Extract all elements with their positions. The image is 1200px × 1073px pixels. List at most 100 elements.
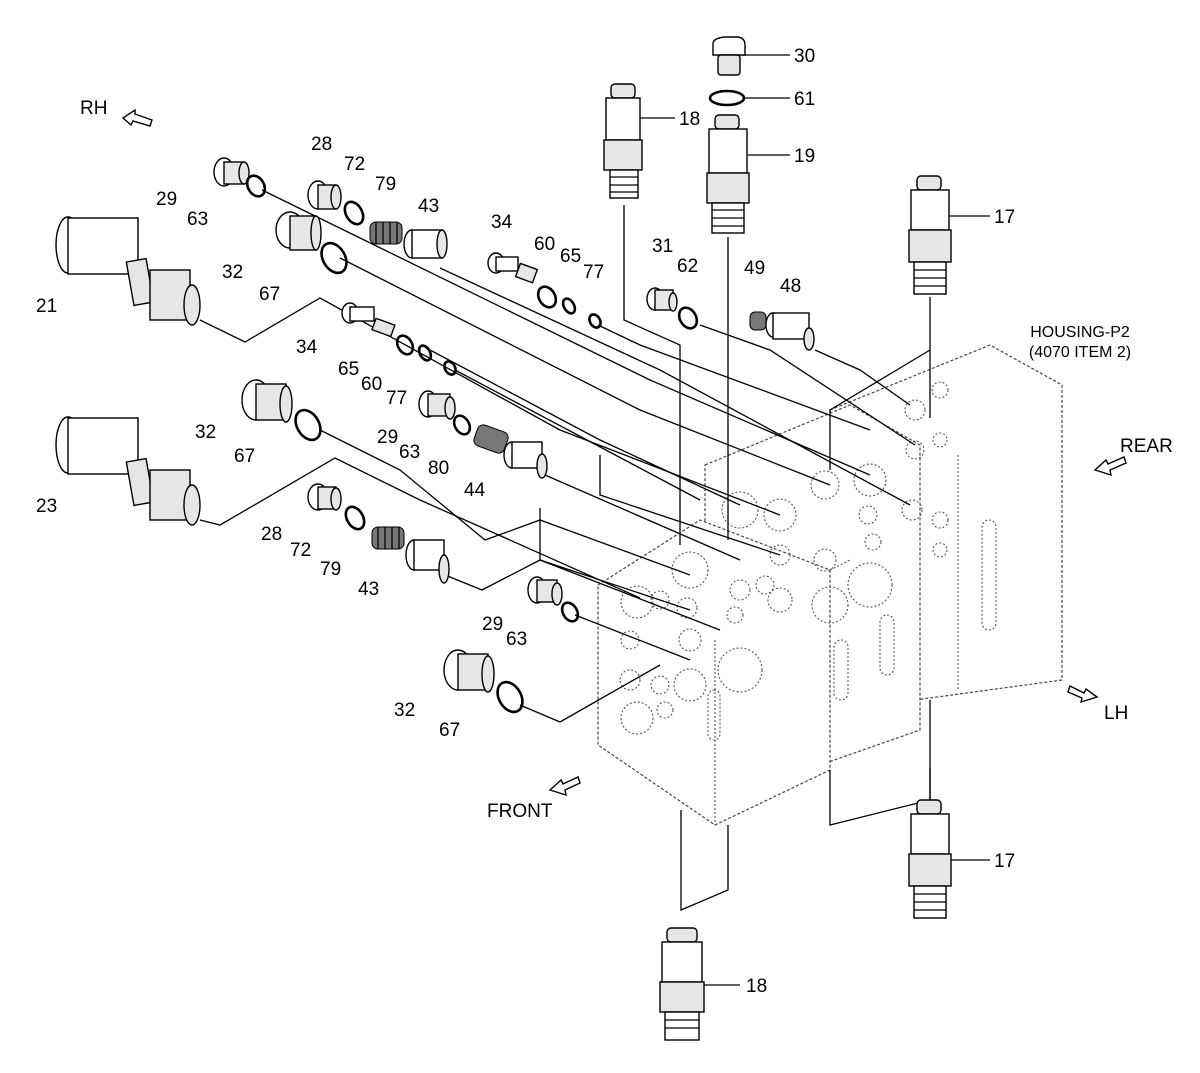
part-63-oring-c	[560, 601, 580, 623]
label-77-a: 77	[583, 262, 604, 283]
rear-label: REAR	[1120, 436, 1173, 457]
front-label: FRONT	[487, 801, 553, 822]
lh-arrow-icon	[1067, 685, 1099, 704]
label-77-b: 77	[386, 388, 407, 409]
part-30-cap	[712, 36, 746, 76]
part-43-spool-a	[403, 229, 448, 259]
label-79-a: 79	[375, 174, 396, 195]
label-72-b: 72	[290, 540, 311, 561]
part-65-oring-b	[395, 334, 415, 356]
part-31-plug	[646, 287, 678, 312]
label-43-b: 43	[358, 579, 379, 600]
label-62: 62	[677, 256, 698, 277]
part-49-spring	[749, 311, 767, 331]
part-19-relief-valve	[706, 114, 750, 234]
part-60-oring-b	[417, 344, 433, 362]
leader-lines	[199, 54, 990, 986]
part-28-plug-a	[307, 180, 342, 210]
part-63-oring-b	[452, 414, 472, 436]
label-65-a: 65	[560, 246, 581, 267]
label-60-a: 60	[534, 234, 555, 255]
label-30: 30	[794, 46, 815, 67]
part-32-plug-b	[241, 379, 293, 423]
part-44-spool	[503, 441, 548, 479]
housing-label-line2: (4070 ITEM 2)	[1029, 344, 1131, 361]
label-43-a: 43	[418, 196, 439, 217]
part-80-spring	[473, 424, 509, 454]
label-17-bottom: 17	[994, 851, 1015, 872]
label-63-b: 63	[399, 442, 420, 463]
part-63-oring-a	[245, 174, 267, 198]
part-61-oring	[708, 89, 746, 107]
label-18-top: 18	[679, 109, 700, 130]
label-67-a: 67	[259, 284, 280, 305]
part-65-oring-a	[561, 297, 577, 315]
part-32-plug-c	[443, 649, 495, 693]
label-60-b: 60	[361, 374, 382, 395]
label-18-bottom: 18	[746, 976, 767, 997]
part-29-plug-c	[527, 576, 563, 606]
part-72-oring-b	[344, 505, 366, 531]
rh-label: RH	[80, 98, 107, 119]
label-49: 49	[744, 258, 765, 279]
label-67-c: 67	[439, 720, 460, 741]
label-29-c: 29	[482, 614, 503, 635]
rear-arrow-icon	[1093, 456, 1127, 477]
label-17-top: 17	[994, 207, 1015, 228]
label-34-b: 34	[296, 337, 318, 358]
part-34-plunger-b	[341, 302, 396, 338]
label-79-b: 79	[320, 559, 341, 580]
part-67-oring-b	[294, 408, 322, 442]
label-28-a: 28	[311, 134, 332, 155]
label-32-c: 32	[394, 700, 415, 721]
label-19: 19	[794, 146, 815, 167]
part-17-relief-valve-top	[908, 175, 952, 295]
part-23-spool	[55, 416, 201, 526]
label-31: 31	[652, 236, 673, 257]
part-29-plug-b	[418, 390, 456, 420]
label-28-b: 28	[261, 524, 282, 545]
label-63-c: 63	[506, 629, 527, 650]
front-arrow-icon	[548, 776, 581, 797]
label-67-b: 67	[234, 446, 255, 467]
part-28-plug-b	[307, 483, 342, 511]
part-62-oring	[677, 306, 699, 330]
label-23: 23	[36, 496, 57, 517]
label-44: 44	[464, 480, 486, 501]
part-79-spring-a	[369, 221, 403, 245]
label-65-b: 65	[338, 359, 359, 380]
part-79-spring-b	[371, 526, 405, 550]
label-80: 80	[428, 458, 449, 479]
part-67-oring-c	[496, 680, 524, 714]
part-18-relief-valve-bottom	[659, 927, 705, 1041]
part-18-relief-valve-top	[603, 83, 643, 199]
label-32-a: 32	[222, 262, 243, 283]
label-29-b: 29	[377, 427, 398, 448]
part-60-oring-a	[536, 285, 558, 309]
part-77-ring-b	[443, 360, 457, 376]
part-48-piston	[765, 312, 815, 351]
part-67-oring-a	[320, 241, 348, 275]
part-77-ring-a	[588, 313, 602, 329]
label-34-a: 34	[491, 212, 513, 233]
housing-body	[597, 344, 1063, 826]
label-63-a: 63	[187, 209, 208, 230]
part-72-oring-a	[343, 200, 365, 226]
label-29-a: 29	[156, 189, 177, 210]
label-61: 61	[794, 89, 815, 110]
label-48: 48	[780, 276, 801, 297]
rh-arrow-icon	[121, 108, 153, 127]
part-32-plug-a	[275, 211, 322, 251]
label-72-a: 72	[344, 154, 365, 175]
part-29-plug-a	[213, 157, 250, 187]
label-32-b: 32	[195, 422, 216, 443]
part-43-spool-b	[405, 539, 450, 584]
part-labels: 30 61 18 19 17 28 72 79 43 29 63 34 60 6…	[36, 46, 1015, 997]
housing-label-line1: HOUSING-P2	[1030, 324, 1130, 341]
lh-label: LH	[1104, 703, 1128, 724]
part-17-relief-valve-bottom	[908, 799, 952, 919]
label-21: 21	[36, 296, 57, 317]
part-34-plunger-a	[487, 252, 539, 284]
